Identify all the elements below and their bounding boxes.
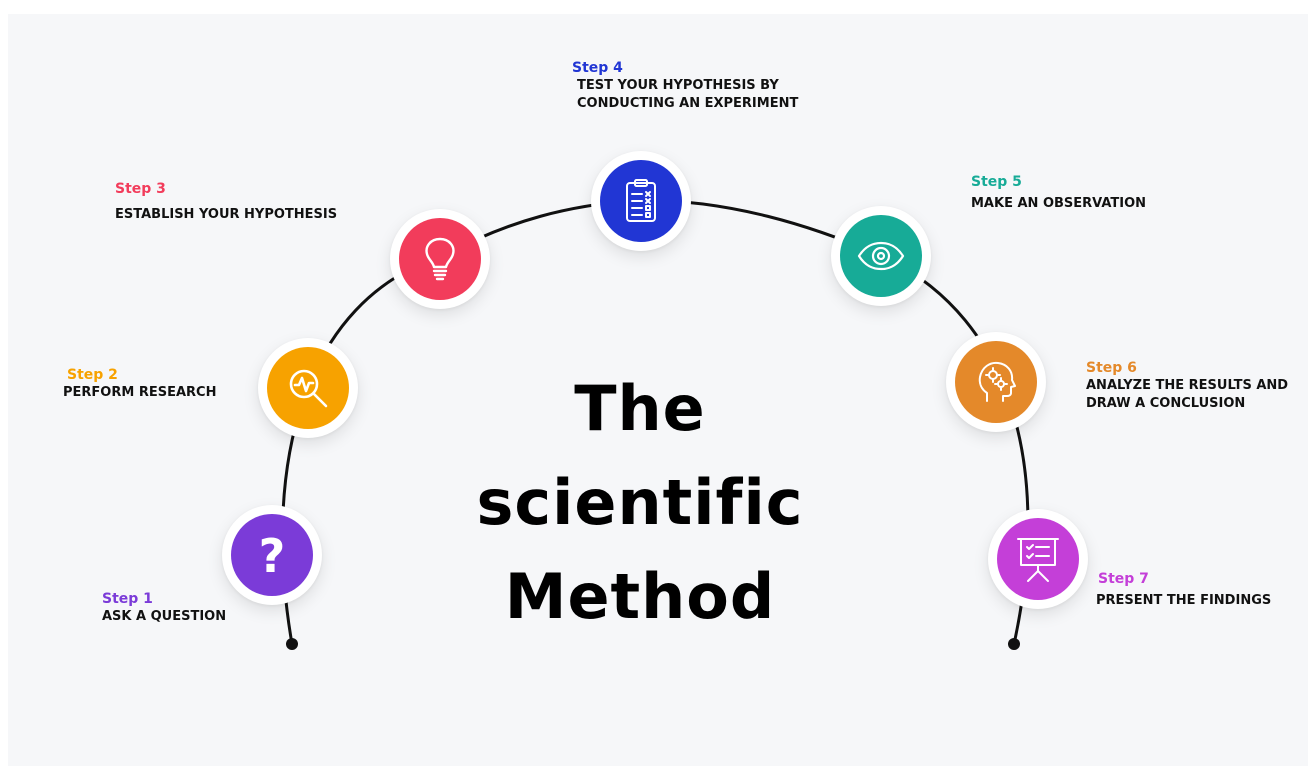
step-1-label: Step 1 ASK A QUESTION — [102, 590, 226, 626]
step-1-disc: ? — [231, 514, 313, 596]
title-line-2: scientific — [476, 466, 804, 539]
step-2-title: Step 2 — [67, 367, 118, 383]
step-4-label: Step 4 TEST YOUR HYPOTHESIS BY CONDUCTIN… — [572, 59, 798, 113]
step-5-title: Step 5 — [971, 174, 1022, 190]
step-6-label: Step 6 ANALYZE THE RESULTS AND DRAW A CO… — [1086, 359, 1288, 413]
step-7-disc — [997, 518, 1079, 600]
step-6-disc — [955, 341, 1037, 423]
step-1-node: ? — [222, 505, 322, 605]
step-2-label: Step 2 PERFORM RESEARCH — [63, 366, 216, 402]
step-5-node — [831, 206, 931, 306]
step-3-title: Step 3 — [115, 181, 166, 197]
step-4-title: Step 4 — [572, 60, 623, 76]
svg-text:?: ? — [259, 530, 286, 580]
step-4-node — [591, 151, 691, 251]
step-6-title: Step 6 — [1086, 360, 1137, 376]
lightbulb-icon — [425, 237, 455, 281]
step-7-description: PRESENT THE FINDINGS — [1096, 593, 1272, 608]
clipboard-checklist-icon — [626, 179, 656, 222]
title-line-1: The — [574, 372, 706, 445]
title-line-3: Method — [504, 560, 776, 633]
step-6-description-line-2: DRAW A CONCLUSION — [1086, 396, 1246, 411]
step-5-label: Step 5 MAKE AN OBSERVATION — [971, 173, 1146, 213]
step-3-label: Step 3 ESTABLISH YOUR HYPOTHESIS — [115, 180, 337, 224]
step-3-description: ESTABLISH YOUR HYPOTHESIS — [115, 207, 338, 222]
question-mark-icon: ? — [259, 530, 286, 580]
step-4-disc — [600, 160, 682, 242]
step-2-disc — [267, 347, 349, 429]
arc-end-dot — [1008, 638, 1020, 650]
step-1-title: Step 1 — [102, 591, 153, 607]
step-7-label: Step 7 PRESENT THE FINDINGS — [1096, 570, 1271, 610]
arc-start-dot — [286, 638, 298, 650]
magnifier-pulse-icon — [289, 369, 328, 408]
step-2-node — [258, 338, 358, 438]
presentation-board-icon — [1017, 538, 1059, 582]
step-7-title: Step 7 — [1098, 571, 1149, 587]
step-5-disc — [840, 215, 922, 297]
diagram-canvas — [8, 14, 1308, 766]
step-6-description-line-1: ANALYZE THE RESULTS AND — [1086, 378, 1289, 393]
step-3-node — [390, 209, 490, 309]
eye-icon — [857, 241, 905, 271]
head-gears-icon — [978, 361, 1016, 402]
step-1-description: ASK A QUESTION — [102, 609, 227, 624]
step-7-node — [988, 509, 1088, 609]
step-2-description: PERFORM RESEARCH — [63, 385, 217, 400]
step-4-description-line-1: TEST YOUR HYPOTHESIS BY — [577, 78, 779, 93]
step-6-node — [946, 332, 1046, 432]
step-3-disc — [399, 218, 481, 300]
step-5-description: MAKE AN OBSERVATION — [971, 196, 1147, 211]
diagram-title: The scientific Method — [470, 362, 810, 644]
step-4-description-line-2: CONDUCTING AN EXPERIMENT — [577, 96, 799, 111]
